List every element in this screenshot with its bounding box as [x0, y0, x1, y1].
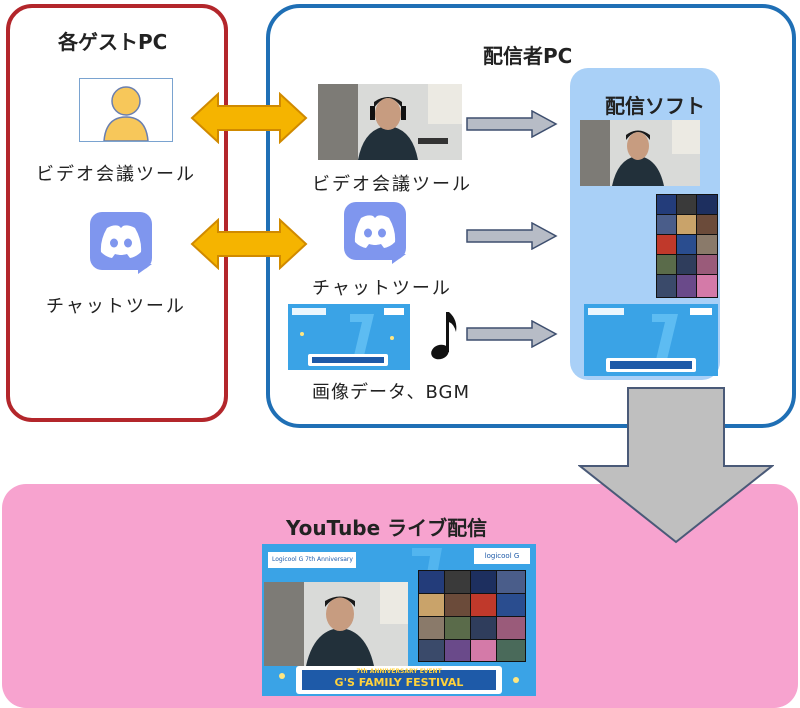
- video-flow-arrow: [466, 110, 558, 138]
- youtube-output-screen: Logicool G 7th Anniversary logicool G 7t…: [262, 544, 536, 696]
- streamer-pc-box: [266, 4, 796, 428]
- media-flow-arrow: [466, 320, 558, 348]
- software-banner: [584, 304, 718, 376]
- guest-pc-box: [6, 4, 228, 422]
- logicool-logo: logicool G: [474, 548, 530, 564]
- banner-top-text: Logicool G 7th Anniversary: [268, 552, 356, 568]
- guest-chat-tool-label: チャットツール: [46, 296, 186, 317]
- software-video-capture: [580, 120, 700, 186]
- music-note-icon: [431, 312, 457, 360]
- video-double-arrow: [190, 92, 308, 144]
- discord-icon-tail: [138, 264, 152, 274]
- youtube-live-title: YouTube ライブ配信: [286, 516, 488, 540]
- chat-double-arrow: [190, 218, 308, 270]
- person-icon: [79, 78, 173, 142]
- chat-flow-arrow: [466, 222, 558, 250]
- output-down-arrow: [578, 387, 774, 544]
- streamer-media-label: 画像データ、BGM: [312, 382, 470, 403]
- discord-icon-tail: [392, 254, 406, 264]
- video-call-screenshot: [318, 84, 462, 160]
- guest-video-tool-label: ビデオ会議ツール: [36, 164, 196, 185]
- banner-image: [288, 304, 410, 370]
- guest-pc-title: 各ゲストPC: [58, 30, 168, 54]
- streamer-pc-title: 配信者PC: [483, 44, 573, 68]
- discord-icon: [344, 202, 406, 260]
- banner-festival-line: G'S FAMILY FESTIVAL: [334, 676, 464, 689]
- banner-event-line: 7th ANNIVERSARY EVENT: [356, 668, 442, 675]
- software-participant-grid: [656, 194, 718, 298]
- streamer-chat-tool-label: チャットツール: [312, 278, 452, 299]
- streaming-software-title: 配信ソフト: [605, 94, 705, 118]
- streamer-video-tool-label: ビデオ会議ツール: [312, 174, 472, 195]
- discord-icon: [90, 212, 152, 270]
